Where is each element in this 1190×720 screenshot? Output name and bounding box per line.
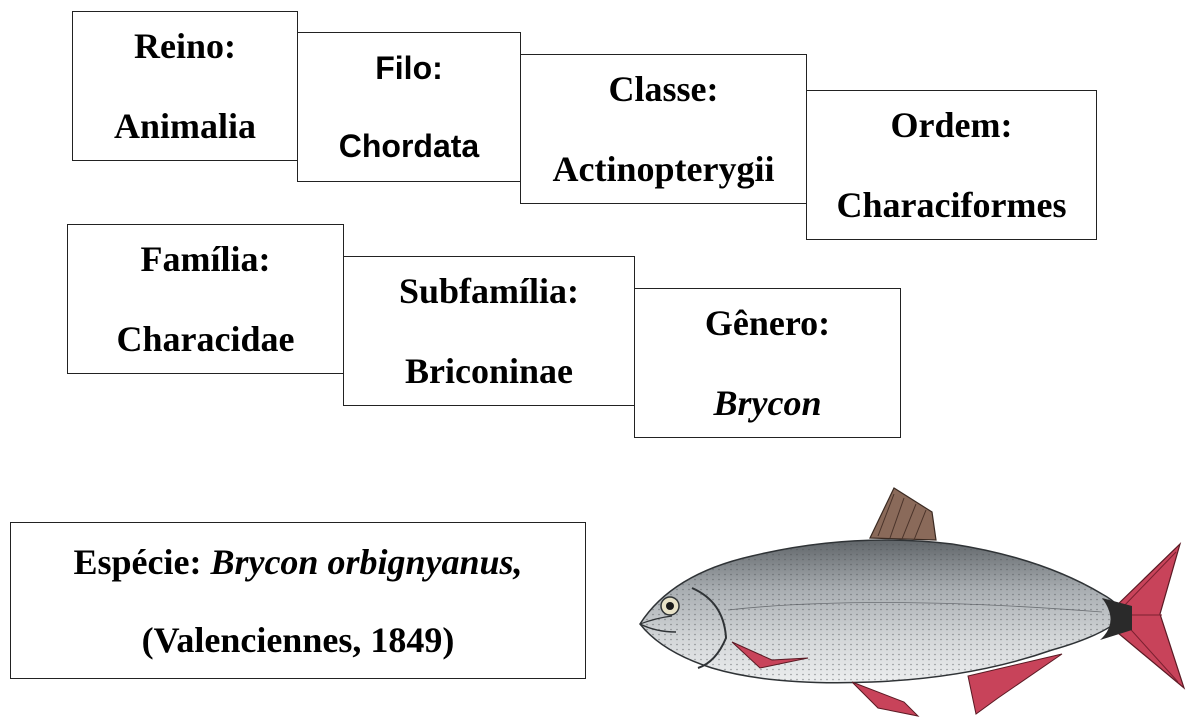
- taxon-box-familia: Família: Characidae: [67, 224, 344, 374]
- taxon-label-subfamilia: Subfamília:: [399, 273, 579, 309]
- taxon-box-genero: Gênero: Brycon: [634, 288, 901, 438]
- taxon-box-reino: Reino: Animalia: [72, 11, 298, 161]
- pelvic-fin: [852, 682, 918, 716]
- taxon-box-subfamilia: Subfamília: Briconinae: [343, 256, 635, 406]
- fish-illustration-icon: [632, 482, 1190, 720]
- taxon-label-filo: Filo:: [375, 52, 443, 84]
- taxon-label-familia: Família:: [141, 241, 271, 277]
- taxon-box-filo: Filo: Chordata: [297, 32, 521, 182]
- taxon-value-familia: Characidae: [117, 321, 295, 357]
- taxon-label-ordem: Ordem:: [891, 107, 1013, 143]
- taxon-box-classe: Classe: Actinopterygii: [520, 54, 807, 204]
- taxon-value-especie: Brycon orbignyanus,: [210, 542, 522, 582]
- taxon-value-classe: Actinopterygii: [553, 151, 775, 187]
- taxon-value-subfamilia: Briconinae: [405, 353, 573, 389]
- taxon-label-reino: Reino:: [134, 28, 236, 64]
- taxon-value-ordem: Characiformes: [837, 187, 1067, 223]
- taxon-label-genero: Gênero:: [705, 305, 830, 341]
- taxon-value-genero: Brycon: [714, 385, 822, 421]
- taxon-value-filo: Chordata: [339, 130, 479, 162]
- taxon-box-ordem: Ordem: Characiformes: [806, 90, 1097, 240]
- taxon-box-especie: Espécie: Brycon orbignyanus, (Valencienn…: [10, 522, 586, 679]
- taxon-label-especie: Espécie:: [73, 542, 201, 582]
- taxon-especie-line: Espécie: Brycon orbignyanus,: [73, 544, 522, 580]
- taxon-label-classe: Classe:: [609, 71, 719, 107]
- taxon-value-reino: Animalia: [114, 108, 256, 144]
- taxon-author-especie: (Valenciennes, 1849): [142, 622, 455, 658]
